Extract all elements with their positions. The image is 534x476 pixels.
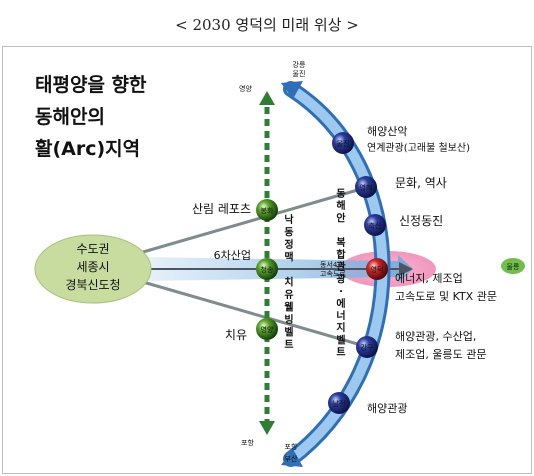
svg-text:남정: 남정 [333,399,346,408]
desc-yeongdeok-2: 고속도로 및 KTX 관문 [395,290,497,303]
svg-text:축산: 축산 [369,221,382,230]
vertical-axis-top-label: 영양 [239,84,252,93]
arc-node-uljin: 울진 [332,132,354,154]
desc-ganggu-2: 제조업, 울릉도 관문 [395,348,486,361]
vertical-axis-arrow-down [259,421,275,435]
desc-yeonghae: 문화, 역사 [395,176,447,190]
svg-text:강구: 강구 [361,343,374,352]
svg-text:영해: 영해 [360,183,373,192]
arc-top-label-1: 강릉 [293,60,306,69]
green-node-label-healing: 치유 [225,328,247,342]
ulleung-destination: 울릉 [501,258,525,274]
title-line-3: 활(Arc)지역 [35,138,140,160]
desc-namjeong: 해양관광 [367,401,407,415]
vertical-axis-bottom-label: 포항 [241,438,254,447]
green-node-label-forest-leisure: 산림 레포츠 [192,202,251,216]
green-node-label-sixth-industry: 6차산업 [214,249,251,262]
desc-yeongdeok-1: 에너지, 제조업 [395,272,463,285]
green-node-cheongsong: 청송 [256,258,278,280]
link-line-lower [142,280,369,349]
figure-caption: < 2030 영덕의 미래 위상 > [175,16,359,34]
title-line-1: 태평양을 향한 [35,74,147,96]
arc-arrowhead-bottom [281,449,303,467]
green-node-yeongyang: 영양 [256,318,278,340]
svg-text:영양: 영양 [261,325,274,334]
link-line-upper [142,185,369,254]
desc-uljin-2: 연계관광(고래불 철보산) [367,142,470,154]
east-arrow-label-1: 동서4축 [320,260,344,269]
svg-text:봉화: 봉화 [261,207,274,215]
desc-uljin-1: 해양산악 [367,124,407,138]
east-beam-arrowhead [399,262,413,276]
arc-bottom-label-1: 포항 [285,442,298,451]
arc-arrowhead-top [281,81,303,99]
diagram-frame: 태평양을 향한 동해안의 활(Arc)지역 동서4축 고속도로 수도권 세종시 … [2,46,532,474]
source-region-line-1: 수도권 [76,242,109,256]
arc-bottom-label-2: 부산 [285,454,298,463]
diagram-canvas: 태평양을 향한 동해안의 활(Arc)지역 동서4축 고속도로 수도권 세종시 … [34,60,525,467]
source-region-line-3: 경북신도청 [65,278,120,292]
svg-text:울진: 울진 [337,139,350,148]
svg-text:청송: 청송 [261,266,274,274]
arc-top-label-2: 울진 [293,69,306,78]
svg-text:울릉: 울릉 [507,263,520,271]
east-arrow-label-2: 고속도로 [320,270,346,278]
arc-node-yeongdeok: 영덕 [366,258,388,280]
arc-node-yeonghae: 영해 [355,176,377,198]
arc-node-chuksan: 축산 [364,214,386,236]
vertical-axis-arrow-up [259,91,275,105]
arc-node-namjeong: 남정 [328,392,350,414]
desc-ganggu-1: 해양관광, 수산업, [395,329,476,343]
source-region-line-2: 세종시 [76,260,109,274]
arc-node-ganggu: 강구 [356,336,378,358]
title-line-2: 동해안의 [35,106,105,128]
svg-text:영덕: 영덕 [371,265,384,274]
desc-chuksan: 신정동진 [399,214,443,228]
source-region-ellipse [34,234,152,304]
green-node-bonghwa: 봉화 [256,199,278,221]
